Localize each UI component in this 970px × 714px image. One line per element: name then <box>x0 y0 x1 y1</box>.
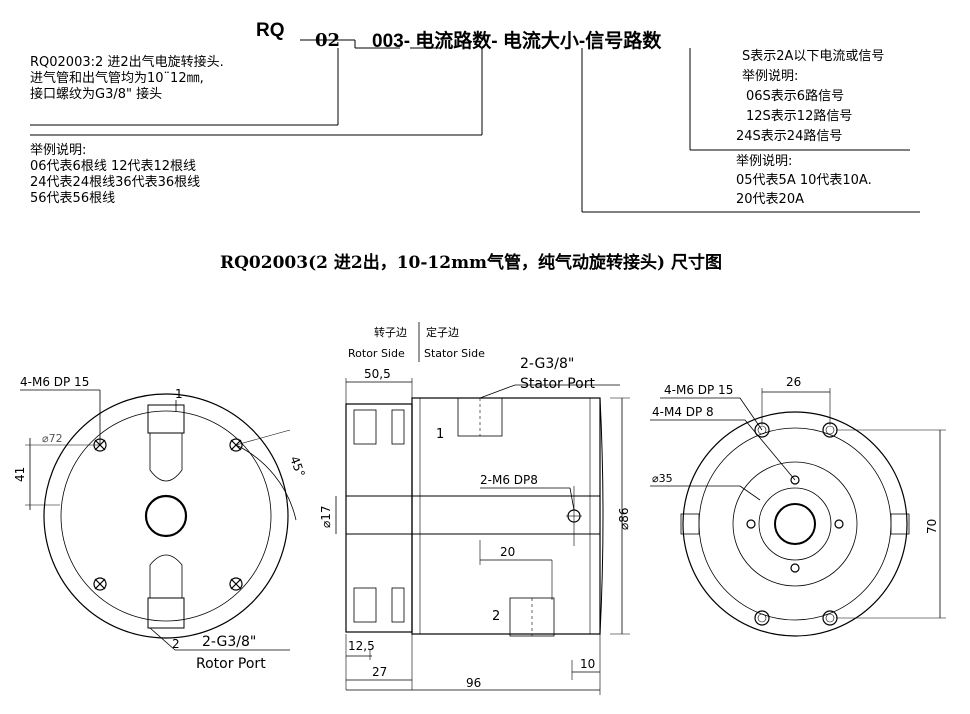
left-port-label: 2-G3/8" <box>202 634 256 650</box>
middle-port-1: 1 <box>436 427 444 442</box>
left-port-2: 2 <box>172 637 180 651</box>
note-line: 20代表20A <box>736 192 804 207</box>
dim-27: 27 <box>372 665 387 679</box>
drawing-title: RQ02003(2 进2出，10-12mm气管，纯气动旋转接头) 尺寸图 <box>220 253 723 273</box>
note-line: 06S表示6路信号 <box>746 89 845 104</box>
stator-port-name: Stator Port <box>520 376 595 392</box>
dim-dia-17: ⌀17 <box>319 506 333 529</box>
header-leaders <box>30 39 920 213</box>
dim-125: 12,5 <box>348 639 375 653</box>
left-dim-41: 41 <box>13 467 27 482</box>
dim-505: 50,5 <box>364 367 391 381</box>
dim-20: 20 <box>500 545 515 559</box>
middle-port-2: 2 <box>492 609 500 624</box>
right-dim-70: 70 <box>925 519 939 534</box>
code-rest: 003- 电流路数- 电流大小-信号路数 <box>372 31 662 52</box>
left-view-text: 4-M6 DP 15 ⌀72 41 45° 1 2 2-G3/8" Rotor … <box>13 375 308 672</box>
note-line: S表示2A以下电流或信号 <box>742 49 885 64</box>
note-line: 05代表5A 10代表10A. <box>736 173 872 188</box>
note-line: 12S表示12路信号 <box>746 109 853 124</box>
right-view-text: 4-M6 DP 15 4-M4 DP 8 ⌀35 26 70 <box>652 375 939 534</box>
left-callout-holes: 4-M6 DP 15 <box>20 375 89 389</box>
note-line: 举例说明: <box>30 143 87 158</box>
left-holes <box>93 438 243 591</box>
note-line: RQ02003:2 进2出气电旋转接头. <box>30 55 224 70</box>
callout-m6-dp8: 2-M6 DP8 <box>480 473 538 487</box>
stator-port-label: 2-G3/8" <box>520 356 574 372</box>
right-callout-m6: 4-M6 DP 15 <box>664 383 733 397</box>
note-line: 接口螺纹为G3/8" 接头 <box>30 87 163 102</box>
note-line: 24S表示24路信号 <box>736 129 843 144</box>
left-dia: ⌀72 <box>42 432 63 445</box>
dim-10: 10 <box>580 657 595 671</box>
note-line: 进气管和出气管均为10¨12㎜, <box>30 71 204 86</box>
stator-cn: 定子边 <box>426 325 459 339</box>
dim-dia-86: ⌀86 <box>617 508 631 531</box>
note-right-top: S表示2A以下电流或信号 举例说明: 06S表示6路信号 12S表示12路信号 … <box>736 47 885 147</box>
right-dim-26: 26 <box>786 375 801 389</box>
note-line: 24代表24根线36代表36根线 <box>30 175 201 190</box>
left-view <box>20 389 297 651</box>
rotor-cn: 转子边 <box>374 325 407 339</box>
note-left-bottom: 举例说明: 06代表6根线 12代表12根线 24代表24根线36代表36根线 … <box>30 143 200 207</box>
right-dia-35: ⌀35 <box>652 472 673 485</box>
right-callout-m4: 4-M4 DP 8 <box>652 405 714 419</box>
left-angle: 45° <box>287 454 307 479</box>
middle-view <box>335 322 630 695</box>
right-view <box>650 388 946 637</box>
note-line: 56代表56根线 <box>30 191 116 206</box>
code-rq: RQ <box>256 20 285 41</box>
rotor-en: Rotor Side <box>348 347 405 360</box>
note-line: 举例说明: <box>736 154 793 169</box>
note-left-top: RQ02003:2 进2出气电旋转接头. 进气管和出气管均为10¨12㎜, 接口… <box>30 55 224 103</box>
left-port-1: 1 <box>175 387 183 401</box>
middle-view-text: 转子边 定子边 Rotor Side Stator Side 50,5 2-G3… <box>319 325 631 690</box>
note-line: 06代表6根线 12代表12根线 <box>30 159 197 174</box>
note-right-bottom: 举例说明: 05代表5A 10代表10A. 20代表20A <box>736 152 872 209</box>
left-port-name: Rotor Port <box>196 656 266 672</box>
dim-96: 96 <box>466 676 481 690</box>
note-line: 举例说明: <box>742 69 799 84</box>
stator-en: Stator Side <box>424 347 485 360</box>
